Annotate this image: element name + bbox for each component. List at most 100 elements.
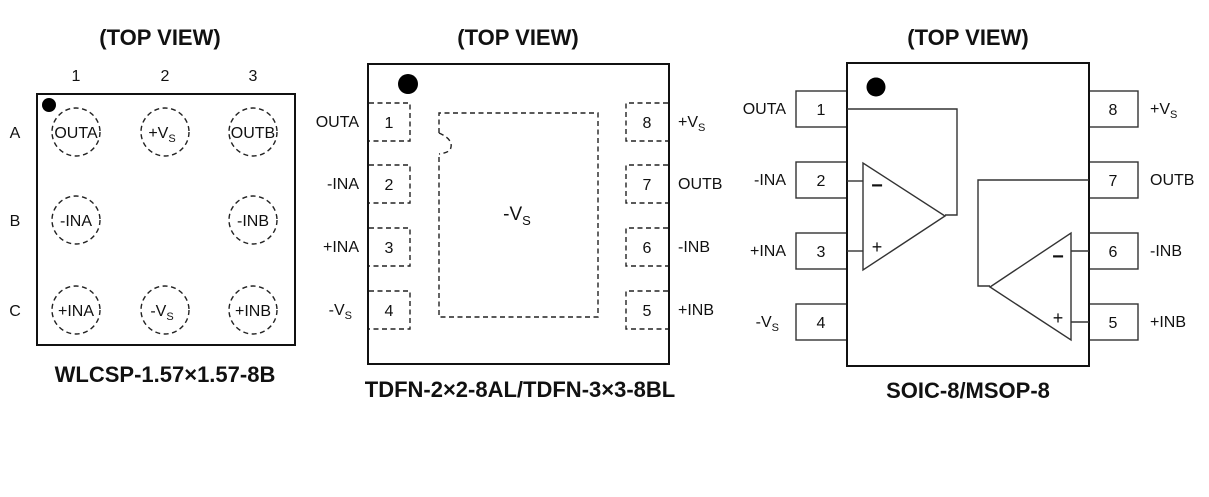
pin-number: 7 <box>643 177 652 194</box>
opamp-b: − + <box>977 179 1089 342</box>
soic-body <box>846 62 1090 367</box>
pad-outline <box>625 227 668 267</box>
pin-1: 1 OUTA <box>743 90 849 128</box>
pin-lead <box>795 232 849 270</box>
pin-name-minus-inb: -INB <box>1150 243 1182 260</box>
ball-a3: OUTB <box>228 107 278 157</box>
pin1-indicator-dot <box>398 74 418 94</box>
pin-name-plus-inb: +INB <box>678 302 714 319</box>
pin-8: 8+VS <box>1087 90 1177 128</box>
wlcsp-body <box>36 93 296 346</box>
ball-label: +INB <box>235 303 271 320</box>
pin-name-minus-inb: -INB <box>678 239 710 256</box>
ball-label: +INA <box>58 303 94 320</box>
pin-number: 4 <box>385 303 394 320</box>
solder-ball-outline <box>228 195 278 245</box>
ball-a2: +VS <box>140 107 190 157</box>
pin-2: 2-INA <box>754 161 849 199</box>
solder-ball-outline <box>51 195 101 245</box>
opamp-b-minus-sign: − <box>1052 246 1064 268</box>
tdfn-title: (TOP VIEW) <box>457 25 578 50</box>
pin-name-outa: OUTA <box>743 101 787 118</box>
pin-number: 4 <box>817 315 826 332</box>
ball-c3: +INB <box>228 285 278 335</box>
wlcsp-col-3: 3 <box>249 68 258 85</box>
pin-name-minus-v: -VS <box>329 302 352 322</box>
wlcsp-title: (TOP VIEW) <box>99 25 220 50</box>
ball-b1: -INA <box>51 195 101 245</box>
opamp-a-plus-sign: + <box>872 237 883 257</box>
pad-outline <box>625 102 668 142</box>
solder-ball-outline <box>228 285 278 335</box>
opamp-b-triangle <box>988 231 1072 342</box>
ball-label: +VS <box>148 125 175 145</box>
pin-6: 6 -INB <box>1087 232 1182 270</box>
pin-lead <box>1087 161 1139 199</box>
pin-4: 4 -VS <box>756 303 849 341</box>
pin-8: 8 +VS <box>625 102 705 142</box>
wlcsp-row-a: A <box>10 125 21 142</box>
solder-ball-outline <box>51 107 101 157</box>
pin-lead <box>1087 232 1139 270</box>
pin-number: 3 <box>385 240 394 257</box>
pin-number: 8 <box>643 115 652 132</box>
pin-number: 1 <box>385 115 394 132</box>
pin-name-outb: OUTB <box>1150 172 1194 189</box>
pin-number: 1 <box>817 102 826 119</box>
pad-outline <box>369 164 411 204</box>
ball-label: OUTA <box>54 125 98 142</box>
solder-ball-outline <box>51 285 101 335</box>
pin-6: 6-INB <box>625 227 710 267</box>
pin-5: 5 +INB <box>625 290 714 330</box>
pin-number: 5 <box>643 303 652 320</box>
pin-name-minus-ina: -INA <box>754 172 786 189</box>
pin-4: 4 -VS <box>329 290 411 330</box>
pin-name-plus-v: +VS <box>1150 101 1177 121</box>
pin-name-plus-v: +VS <box>678 114 705 134</box>
ball-label: OUTB <box>231 125 275 142</box>
pin-3: 3+INA <box>323 227 411 267</box>
ball-a1: OUTA <box>51 107 101 157</box>
pin-name-plus-inb: +INB <box>1150 314 1186 331</box>
ball-label: -INB <box>237 213 269 230</box>
pin-name-plus-ina: +INA <box>750 243 786 260</box>
wlcsp-col-1: 1 <box>72 68 81 85</box>
pin-2: 2-INA <box>327 164 411 204</box>
wlcsp-row-b: B <box>10 213 21 230</box>
wlcsp-caption: WLCSP-1.57×1.57-8B <box>55 362 276 387</box>
pin1-indicator-dot <box>42 98 56 112</box>
wlcsp-row-c: C <box>9 303 21 320</box>
pad-outline <box>369 102 411 142</box>
pin-3: 3+INA <box>750 232 849 270</box>
tdfn-body <box>367 63 670 365</box>
opamp-b-plus-sign: + <box>1053 308 1064 328</box>
ball-c2: -VS <box>140 285 190 335</box>
pad-outline <box>625 164 668 204</box>
opamp-a: − + <box>847 108 958 272</box>
pin-name-outb: OUTB <box>678 176 722 193</box>
pin-number: 6 <box>1109 244 1118 261</box>
pin-name-minus-v: -VS <box>756 314 779 334</box>
pin-lead <box>795 90 849 128</box>
pin-lead <box>795 303 849 341</box>
solder-ball-outline <box>228 107 278 157</box>
opamp-a-triangle <box>862 161 947 272</box>
ball-b3: -INB <box>228 195 278 245</box>
pad-outline <box>369 290 411 330</box>
opamp-a-minus-sign: − <box>871 175 883 197</box>
exposed-pad-label: -VS <box>503 204 531 228</box>
tdfn-caption: TDFN-2×2-8AL/TDFN-3×3-8BL <box>365 377 675 402</box>
pin-number: 5 <box>1109 315 1118 332</box>
pin1-indicator-dot <box>866 77 886 97</box>
pin-name-minus-ina: -INA <box>327 176 359 193</box>
solder-ball-outline <box>140 285 190 335</box>
opamp-a-output-wire <box>847 108 958 216</box>
opamp-b-output-wire <box>977 179 1089 287</box>
pin-7: 7 OUTB <box>625 164 722 204</box>
pin-lead <box>1087 303 1139 341</box>
